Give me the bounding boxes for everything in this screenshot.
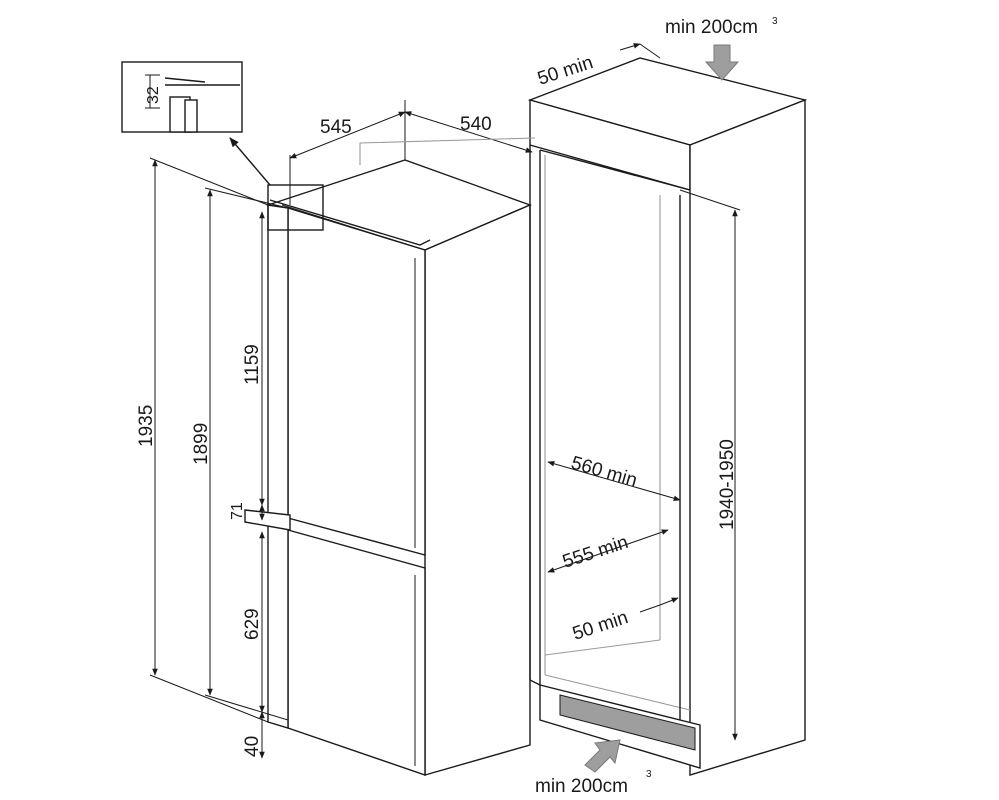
refrigerator	[244, 159, 532, 776]
depth-dimensions: 545 540	[289, 100, 533, 205]
rear-gap-label: 50 min	[570, 607, 631, 645]
down-arrow-icon	[704, 44, 740, 81]
height-dimensions: 1935 1899 1159 71 629 40	[136, 157, 289, 759]
upper-door-height-label: 1159	[242, 344, 263, 385]
body-height-label: 1899	[191, 423, 212, 465]
niche-cabinet	[359, 57, 808, 776]
middle-gap-label: 71	[229, 502, 246, 520]
vent-top-label: min 200cm	[665, 17, 758, 38]
base-height-label: 40	[242, 736, 263, 757]
total-height-label: 1935	[136, 405, 157, 447]
niche-width-upper-label: 560 min	[569, 453, 640, 492]
niche-width-lower-label: 555 min	[560, 532, 631, 573]
ventilation: min 200cm 3 min 200cm 3	[535, 16, 778, 797]
lower-door-height-label: 629	[242, 608, 263, 640]
detail-inset: 32	[121, 61, 243, 133]
vent-top-superscript: 3	[772, 16, 778, 27]
depth-right-label: 540	[460, 114, 492, 135]
detail-pointer-arrow	[229, 137, 271, 186]
vent-bottom-label: min 200cm	[535, 776, 628, 797]
detail-highlight-box	[267, 184, 324, 231]
depth-left-label: 545	[320, 117, 352, 138]
up-right-arrow-icon	[584, 739, 621, 773]
niche-height-label: 1940-1950	[717, 439, 738, 530]
inset-height-label: 32	[145, 86, 162, 104]
vent-bottom-superscript: 3	[646, 769, 652, 780]
